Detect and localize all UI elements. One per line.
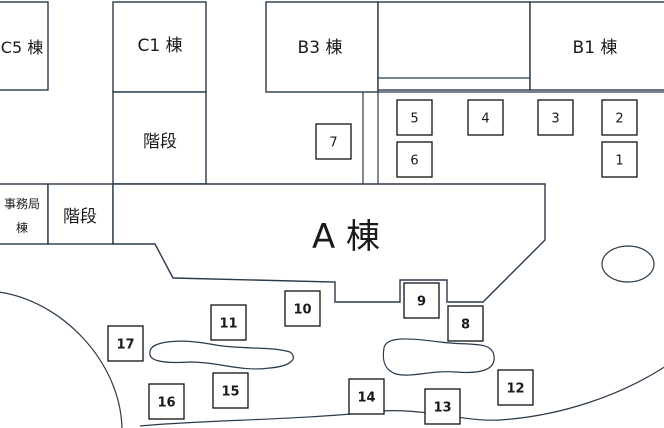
spot-13[interactable]: 13	[424, 388, 461, 425]
building-c1	[112, 1, 207, 93]
lawn-right	[382, 338, 495, 376]
spot-11[interactable]: 11	[210, 304, 247, 341]
label-b1: B1 棟	[573, 38, 618, 58]
spot-9-label: 9	[417, 295, 426, 310]
spot-7[interactable]: 7	[315, 123, 352, 160]
label-c5: C5 棟	[1, 38, 43, 57]
lawn-left	[149, 340, 294, 370]
arc-lower-left	[0, 291, 123, 428]
spot-9[interactable]: 9	[403, 282, 440, 319]
building-office	[0, 183, 49, 245]
spot-4-label: 4	[481, 112, 489, 127]
spot-12-label: 12	[506, 382, 524, 397]
building-middle	[377, 1, 531, 91]
spot-5-label: 5	[410, 112, 418, 127]
spot-6-label: 6	[410, 154, 418, 169]
spot-16[interactable]: 16	[148, 383, 185, 420]
building-b1	[529, 1, 664, 91]
spot-13-label: 13	[433, 401, 451, 416]
spot-6[interactable]: 6	[396, 141, 433, 178]
spot-5[interactable]: 5	[396, 99, 433, 136]
building-b3	[265, 1, 379, 93]
spot-10-label: 10	[293, 303, 311, 318]
spot-11-label: 11	[219, 317, 237, 332]
spot-16-label: 16	[157, 396, 175, 411]
label-stairs-lower: 階段	[63, 207, 97, 227]
spot-15[interactable]: 15	[212, 372, 249, 409]
label-c1: C1 棟	[137, 36, 182, 56]
spot-8[interactable]: 8	[447, 305, 484, 342]
spot-1-label: 1	[615, 154, 623, 169]
spot-3[interactable]: 3	[537, 99, 574, 136]
spot-1[interactable]: 1	[601, 141, 638, 178]
label-b3: B3 棟	[298, 38, 343, 58]
label-office-line1: 事務局	[4, 197, 40, 211]
spot-15-label: 15	[221, 385, 239, 400]
spot-8-label: 8	[461, 318, 470, 333]
spot-7-label: 7	[329, 136, 337, 151]
pond	[601, 245, 655, 283]
spot-4[interactable]: 4	[467, 99, 504, 136]
label-a: A 棟	[312, 217, 380, 257]
stairs-lower	[47, 183, 114, 245]
label-stairs-upper: 階段	[143, 132, 177, 152]
building-a	[112, 183, 546, 303]
spot-14[interactable]: 14	[348, 378, 385, 415]
spot-3-label: 3	[551, 112, 559, 127]
label-office-line2: 棟	[16, 220, 28, 235]
spot-2[interactable]: 2	[601, 99, 638, 136]
spot-10[interactable]: 10	[284, 290, 321, 327]
spot-2-label: 2	[615, 112, 623, 127]
spot-17-label: 17	[116, 338, 134, 353]
spot-14-label: 14	[357, 391, 375, 406]
spot-12[interactable]: 12	[497, 369, 534, 406]
building-c5	[0, 1, 49, 91]
spot-17[interactable]: 17	[107, 325, 144, 362]
